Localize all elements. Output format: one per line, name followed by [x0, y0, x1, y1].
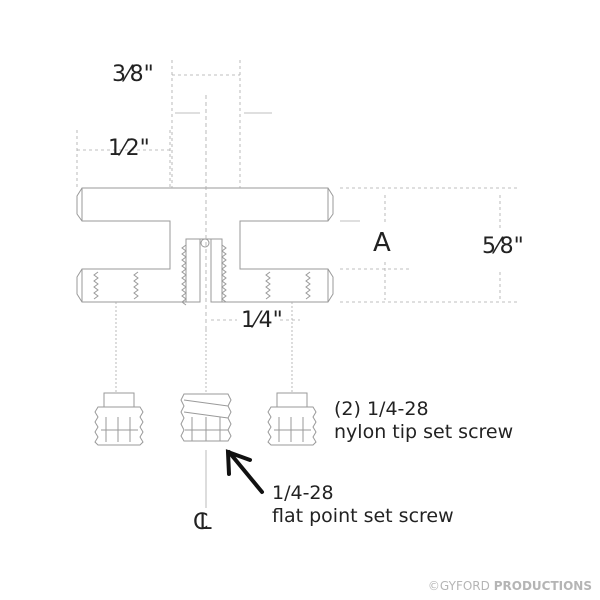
nylon-tip-set-screw-right — [267, 392, 317, 446]
bore-point-mark — [200, 238, 210, 248]
nylon-screw-note: (2) 1/4-28 nylon tip set screw — [334, 398, 513, 444]
flat-note-line2: flat point set screw — [272, 505, 454, 527]
nylon-note-line1: (2) 1/4-28 — [334, 398, 429, 420]
watermark-brand: PRODUCTIONS — [493, 579, 592, 593]
dimension-three-eighths: 3⁄8" — [112, 62, 154, 87]
pointer-arrow-icon — [225, 449, 264, 494]
nylon-tip-set-screw-left — [94, 392, 144, 446]
thread-marks — [93, 244, 311, 306]
dimension-lines — [76, 60, 520, 508]
threaded-bore — [185, 238, 223, 302]
watermark: ©GYFORD PRODUCTIONS — [428, 579, 592, 593]
watermark-prefix: ©GYFORD — [427, 579, 490, 593]
flat-point-set-screw — [180, 393, 232, 442]
centerline-symbol: CL — [193, 510, 211, 535]
dimension-a: A — [373, 228, 391, 258]
flat-note-line1: 1/4-28 — [272, 482, 334, 504]
dimension-five-eighths: 5⁄8" — [482, 234, 524, 259]
dimension-one-quarter: 1⁄4" — [241, 308, 283, 333]
nylon-note-line2: nylon tip set screw — [334, 421, 514, 443]
clamp-body-outline — [76, 187, 334, 303]
flat-screw-note: 1/4-28 flat point set screw — [272, 482, 454, 528]
dimension-one-half: 1⁄2" — [108, 136, 150, 161]
